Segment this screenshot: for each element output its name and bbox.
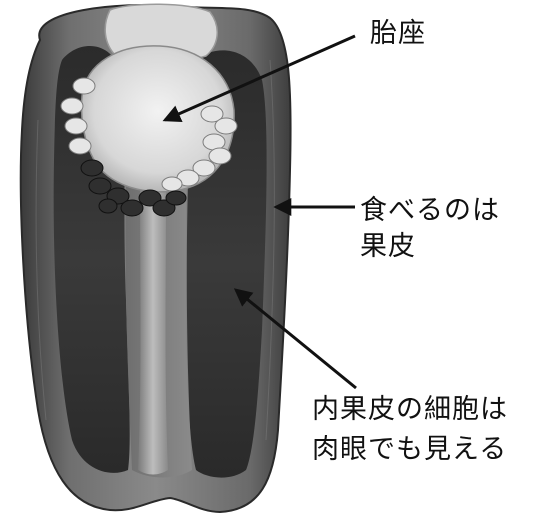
central-column xyxy=(138,189,168,475)
edible-label-line1: 食べるのは xyxy=(360,193,500,229)
endocarp-label-line1: 内果皮の細胞は xyxy=(312,392,508,428)
placenta-label: 胎座 xyxy=(370,16,426,52)
endocarp-label-line2: 肉眼でも見える xyxy=(312,432,507,468)
edible-label-line2: 果皮 xyxy=(360,229,416,265)
